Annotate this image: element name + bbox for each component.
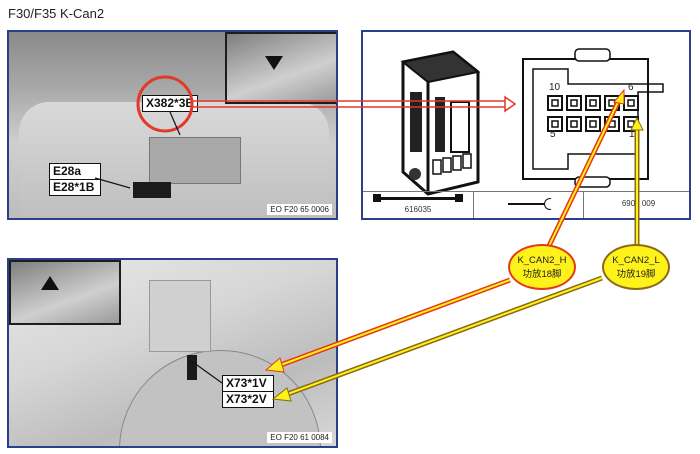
trim-shape xyxy=(149,280,211,352)
connector-panel: 10 6 5 1 616035 6909 009 xyxy=(361,30,691,220)
connector-pin xyxy=(623,95,639,111)
footer-part-number-1: 616035 xyxy=(404,205,432,214)
cable-icon xyxy=(375,197,460,200)
module-shape xyxy=(149,137,241,184)
connector-pin xyxy=(604,95,620,111)
connector-pin-inner xyxy=(627,99,635,107)
pin-label-1: 1 xyxy=(629,129,635,140)
label-x382-3b: X382*3B xyxy=(142,95,199,112)
connector-pin xyxy=(547,95,563,111)
connector-block-shape xyxy=(187,355,197,380)
connector-3d-illustration xyxy=(400,50,481,196)
label-x73-1v: X73*1V xyxy=(222,375,274,392)
connector-pin xyxy=(566,116,582,132)
connector-pin xyxy=(566,95,582,111)
cable-end-left xyxy=(373,194,381,202)
pin-label-6: 6 xyxy=(628,82,634,93)
bottom-inset-car-view xyxy=(9,260,121,325)
bottom-photo-panel: EO F20 61 0084 xyxy=(7,258,338,448)
bottom-photo-code: EO F20 61 0084 xyxy=(267,432,332,443)
down-arrow-icon xyxy=(265,56,283,70)
pin-label-5: 5 xyxy=(550,129,556,140)
page-title: F30/F35 K-Can2 xyxy=(8,6,105,21)
connector-footer: 616035 6909 009 xyxy=(363,191,689,218)
wire-terminal-hook xyxy=(544,198,551,210)
callout-can-l-line2: 功放19脚 xyxy=(616,268,656,280)
connector-face-diagram xyxy=(522,48,664,188)
cable-end-right xyxy=(455,194,463,202)
label-e28-1b: E28*1B xyxy=(49,179,101,196)
wire-terminal-icon xyxy=(508,203,544,205)
footer-cell-cable: 616035 xyxy=(363,192,473,218)
connector-pin xyxy=(585,116,601,132)
footer-part-number-3: 6909 009 xyxy=(621,199,656,208)
top-photo-code: EO F20 65 0006 xyxy=(267,204,332,215)
connector-pin xyxy=(604,116,620,132)
label-e28a: E28a xyxy=(49,163,101,180)
label-x73-2v: X73*2V xyxy=(222,391,274,408)
up-arrow-icon xyxy=(41,276,59,290)
callout-can-h-line1: K_CAN2_H xyxy=(517,254,567,266)
callout-can-h: K_CAN2_H 功放18脚 xyxy=(508,244,576,290)
top-inset-car-view xyxy=(225,32,336,104)
connector-pin xyxy=(585,95,601,111)
footer-cell-part: 6909 009 xyxy=(583,192,689,218)
callout-can-h-line2: 功放18脚 xyxy=(522,268,562,280)
callout-can-l: K_CAN2_L 功放19脚 xyxy=(602,244,670,290)
footer-cell-wire xyxy=(473,192,583,218)
amp-module-shape xyxy=(133,182,171,198)
pin-label-10: 10 xyxy=(549,82,561,93)
callout-can-l-line1: K_CAN2_L xyxy=(612,254,660,266)
